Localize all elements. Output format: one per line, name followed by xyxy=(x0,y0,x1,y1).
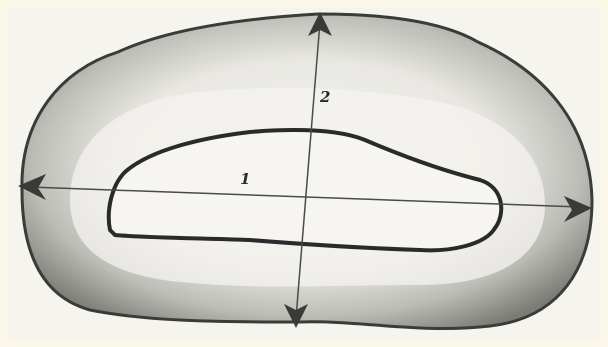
label-1: 1 xyxy=(240,170,250,188)
label-2: 2 xyxy=(320,88,330,106)
